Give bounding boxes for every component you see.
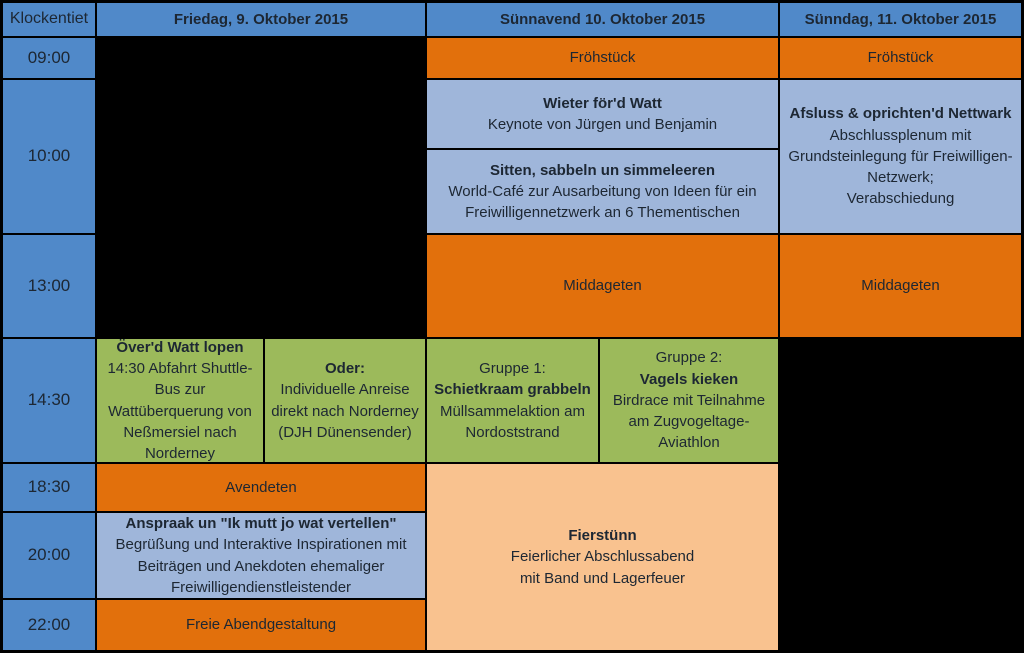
saturday-group2-cell: Gruppe 2: Vagels kieken Birdrace mit Tei… bbox=[600, 339, 778, 462]
friday-watt-walk-desc: 14:30 Abfahrt Shuttle-Bus zur Wattüberqu… bbox=[107, 359, 253, 462]
friday-dinner-cell: Avendeten bbox=[97, 464, 425, 511]
saturday-group1-title: Schietkraam grabbeln bbox=[434, 381, 591, 399]
time-1830-label: 18:30 bbox=[27, 477, 71, 497]
saturday-keynote-desc: Keynote von Jürgen und Benjamin bbox=[487, 116, 718, 133]
friday-talk-cell: Anspraak un "Ik mutt jo wat vertellen" B… bbox=[97, 513, 425, 598]
saturday-group2-desc: Birdrace mit Teilnahme am Zugvogeltage-A… bbox=[612, 391, 766, 452]
time-1430: 14:30 bbox=[3, 339, 95, 462]
sunday-closing-cell: Afsluss & oprichten'd Nettwark Abschluss… bbox=[780, 80, 1021, 233]
friday-watt-walk-title: Över'd Watt lopen bbox=[116, 339, 244, 356]
saturday-lunch-label: Middageten bbox=[563, 277, 642, 295]
sunday-closing-desc-line2: Verabschiedung bbox=[846, 190, 955, 208]
time-0900: 09:00 bbox=[3, 38, 95, 78]
saturday-breakfast-cell: Fröhstück bbox=[427, 38, 778, 78]
time-2000: 20:00 bbox=[3, 513, 95, 598]
sunday-breakfast-label: Fröhstück bbox=[867, 49, 934, 67]
time-0900-label: 09:00 bbox=[27, 47, 71, 67]
sunday-closing-title: Afsluss & oprichten'd Nettwark bbox=[789, 105, 1012, 123]
time-1000-label: 10:00 bbox=[27, 146, 71, 166]
friday-talk-desc: Begrüßung und Interaktive Inspirationen … bbox=[115, 536, 407, 596]
sunday-afternoon-empty-cell bbox=[780, 339, 1021, 650]
friday-talk-title: Anspraak un "Ik mutt jo wat vertellen" bbox=[125, 514, 397, 532]
friday-individual-arrival-title: Oder: bbox=[324, 359, 365, 377]
day-header-saturday: Sünnavend 10. Oktober 2015 bbox=[427, 3, 778, 36]
sunday-closing-desc-line1: Abschlussplenum mit Grundsteinlegung für… bbox=[788, 126, 1013, 187]
friday-dinner-label: Avendeten bbox=[225, 478, 297, 496]
day-header-saturday-label: Sünnavend 10. Oktober 2015 bbox=[499, 10, 706, 28]
saturday-group1-cell: Gruppe 1: Schietkraam grabbeln Müllsamme… bbox=[427, 339, 598, 462]
sunday-lunch-label: Middageten bbox=[861, 277, 940, 295]
friday-watt-walk-cell: Över'd Watt lopen 14:30 Abfahrt Shuttle-… bbox=[97, 339, 263, 462]
day-header-friday-label: Friedag, 9. Oktober 2015 bbox=[173, 10, 349, 28]
saturday-keynote-cell: Wieter för'd Watt Keynote von Jürgen und… bbox=[427, 80, 778, 148]
day-header-friday: Friedag, 9. Oktober 2015 bbox=[97, 3, 425, 36]
saturday-party-desc-line2: mit Band und Lagerfeuer bbox=[519, 569, 686, 587]
saturday-group1-pre: Gruppe 1: bbox=[479, 359, 546, 377]
saturday-party-cell: Fierstünn Feierlicher Abschlussabend mit… bbox=[427, 464, 778, 650]
saturday-lunch-cell: Middageten bbox=[427, 235, 778, 337]
day-header-sunday: Sünndag, 11. Oktober 2015 bbox=[780, 3, 1021, 36]
saturday-party-title: Fierstünn bbox=[568, 527, 637, 545]
friday-free-evening-label: Freie Abendgestaltung bbox=[185, 616, 337, 634]
friday-free-evening-cell: Freie Abendgestaltung bbox=[97, 600, 425, 650]
time-2200: 22:00 bbox=[3, 600, 95, 650]
time-1000: 10:00 bbox=[3, 80, 95, 233]
time-1300: 13:00 bbox=[3, 235, 95, 337]
time-1830: 18:30 bbox=[3, 464, 95, 511]
saturday-worldcafe-desc: World-Café zur Ausarbeitung von Ideen fü… bbox=[448, 182, 757, 222]
saturday-breakfast-label: Fröhstück bbox=[569, 49, 636, 67]
saturday-party-desc-line1: Feierlicher Abschlussabend bbox=[510, 548, 695, 566]
saturday-worldcafe-cell: Sitten, sabbeln un simmeleeren World-Caf… bbox=[427, 150, 778, 233]
time-2000-label: 20:00 bbox=[27, 545, 71, 565]
saturday-group2-title: Vagels kieken bbox=[639, 370, 739, 388]
saturday-worldcafe-title: Sitten, sabbeln un simmeleeren bbox=[489, 161, 716, 179]
friday-individual-arrival-cell: Oder: Individuelle Anreise direkt nach N… bbox=[265, 339, 425, 462]
friday-morning-empty-cell bbox=[97, 38, 425, 337]
saturday-group1-desc: Müllsammelaktion am Nordoststrand bbox=[439, 402, 586, 441]
day-header-sunday-label: Sünndag, 11. Oktober 2015 bbox=[804, 10, 997, 28]
time-1430-label: 14:30 bbox=[27, 390, 71, 410]
time-1300-label: 13:00 bbox=[27, 275, 71, 295]
friday-individual-arrival-desc: Individuelle Anreise direkt nach Nordern… bbox=[271, 381, 419, 441]
sunday-lunch-cell: Middageten bbox=[780, 235, 1021, 337]
corner-header-label: Klockentiet bbox=[9, 10, 89, 28]
saturday-group2-pre: Gruppe 2: bbox=[655, 349, 723, 367]
saturday-keynote-title: Wieter för'd Watt bbox=[543, 94, 662, 112]
sunday-breakfast-cell: Fröhstück bbox=[780, 38, 1021, 78]
time-2200-label: 22:00 bbox=[27, 614, 71, 634]
corner-header-klockentiet: Klockentiet bbox=[3, 3, 95, 36]
